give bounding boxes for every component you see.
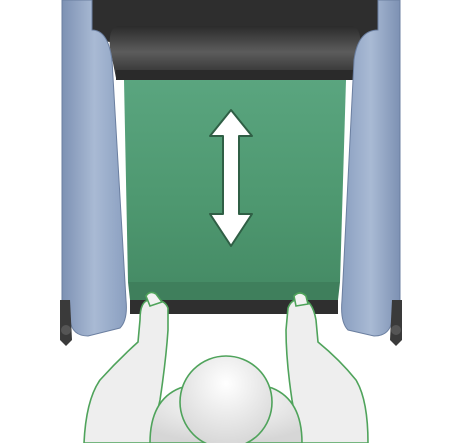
person-figure [84,292,368,443]
backrest [92,0,378,80]
